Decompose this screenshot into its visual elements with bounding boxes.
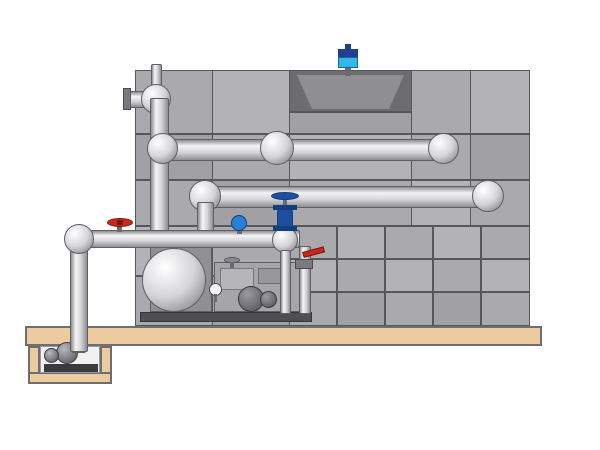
blue-globe-valve-stem	[283, 197, 287, 206]
pipe-end-cap	[472, 180, 504, 212]
casing-panel	[337, 226, 385, 259]
skid-separator-tank	[142, 248, 206, 312]
casing-panel	[481, 226, 530, 259]
basin-recess	[289, 70, 412, 112]
pipe-elbow-sphere	[64, 224, 94, 254]
skid-pump-head	[260, 291, 277, 308]
blue-globe-valve-flange-bottom	[273, 226, 297, 231]
casing-panel	[385, 259, 433, 292]
level-sensor-stem	[345, 68, 351, 76]
blue-globe-valve-flange-top	[273, 205, 297, 210]
pipe-end-cap	[428, 133, 459, 164]
skid-pump-motor	[238, 286, 264, 312]
level-sensor-cap	[338, 49, 358, 57]
casing-panel	[433, 292, 481, 326]
sump-pump-motor	[44, 348, 59, 363]
tee-drop-pipe	[280, 250, 291, 314]
casing-panel	[385, 292, 433, 326]
middle-header-pipe	[205, 186, 488, 208]
red-handwheel-hub	[117, 220, 123, 225]
casing-panel	[385, 226, 433, 259]
level-sensor-body	[338, 57, 358, 68]
red-handwheel-valve-stem	[117, 226, 122, 232]
skid-control-box	[220, 268, 254, 290]
casing-panel	[289, 112, 412, 134]
pressure-gauge-stem	[214, 294, 217, 302]
sump-drop-pipe	[70, 246, 88, 352]
level-sensor-knob	[345, 44, 351, 50]
casing-panel	[481, 292, 530, 326]
hand-wheel-stem	[230, 262, 234, 268]
casing-panel	[337, 292, 385, 326]
concrete-slab	[25, 326, 542, 346]
casing-panel	[433, 259, 481, 292]
blue-butterfly-valve-stem	[237, 229, 242, 234]
casing-panel	[481, 259, 530, 292]
pipe-elbow-sphere	[147, 133, 178, 164]
red-lever-valve-body	[295, 259, 313, 269]
casing-panel	[470, 70, 530, 134]
casing-panel	[212, 70, 290, 134]
sump-pump-base	[44, 364, 98, 372]
blue-globe-valve-handwheel	[271, 192, 299, 200]
riser-pipe	[150, 98, 169, 236]
casing-panel	[470, 134, 530, 180]
casing-panel	[337, 259, 385, 292]
casing-panel	[411, 70, 471, 134]
suction-manifold-pipe	[78, 230, 300, 248]
blue-butterfly-valve	[231, 215, 247, 231]
pump-skid-frame	[140, 312, 312, 322]
upper-header-pipe	[162, 139, 454, 161]
basin-inner	[297, 75, 404, 109]
pipe-elbow-sphere	[260, 131, 294, 165]
casing-panel	[433, 226, 481, 259]
sump-pit-floor	[28, 372, 112, 384]
